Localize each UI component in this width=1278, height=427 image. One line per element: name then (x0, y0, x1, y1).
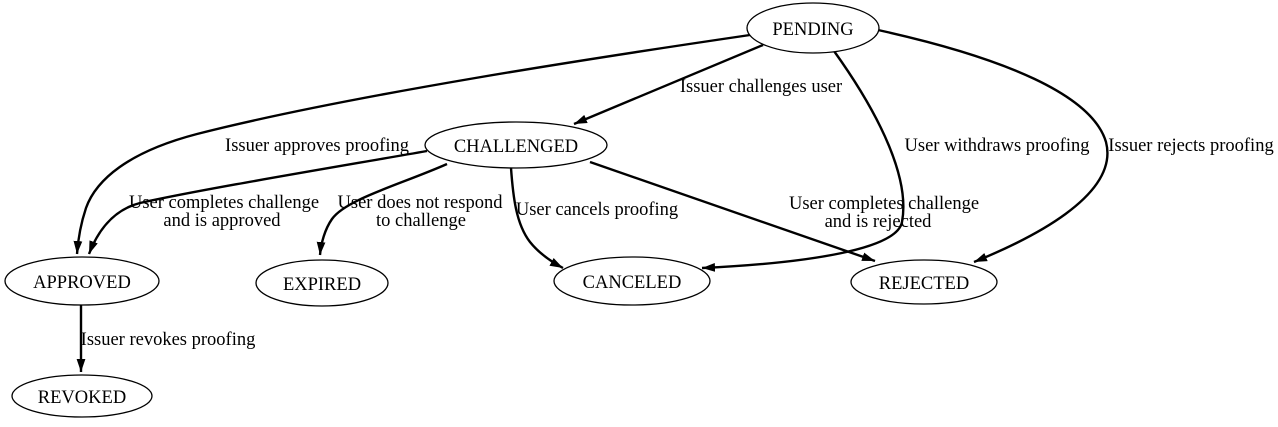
state-pending: PENDING (746, 2, 880, 54)
state-revoked-ellipse (11, 374, 153, 418)
edge-label-issuer-rejects-proofing: Issuer rejects proofing (1108, 136, 1273, 156)
state-canceled-label: CANCELED (583, 273, 682, 293)
state-canceled: CANCELED (553, 256, 711, 306)
state-rejected-ellipse (850, 259, 998, 305)
edge-label-does-not-respond: User does not respond to challenge (338, 193, 504, 231)
edge-label-completes-challenge-rejected-line2: and is rejected (825, 212, 933, 232)
state-pending-label: PENDING (772, 20, 853, 40)
edge-pending-to-challenged (573, 43, 764, 126)
edge-pending-to-rejected (877, 28, 1109, 264)
edge-label-completes-challenge-approved-line1: User completes challenge (129, 193, 319, 213)
edge-challenged-to-expired (316, 162, 448, 256)
edge-label-issuer-revokes-proofing: Issuer revokes proofing (81, 330, 256, 350)
state-revoked: REVOKED (11, 374, 153, 418)
edge-label-completes-challenge-approved: User completes challenge and is approved (129, 193, 319, 231)
edge-label-issuer-challenges-user: Issuer challenges user (680, 77, 842, 97)
edge-pending-to-canceled (701, 50, 905, 272)
edge-label-completes-challenge-rejected-line1: User completes challenge (789, 194, 979, 214)
edge-label-does-not-respond-line2: to challenge (376, 211, 466, 231)
state-pending-ellipse (746, 2, 880, 54)
edge-label-does-not-respond-line1: User does not respond (338, 193, 504, 213)
state-rejected: REJECTED (850, 259, 998, 305)
state-expired-label: EXPIRED (283, 275, 361, 295)
edge-labels-layer: Issuer challenges user Issuer approves p… (81, 77, 1274, 350)
edge-label-issuer-approves-proofing: Issuer approves proofing (225, 136, 409, 156)
state-approved-ellipse (4, 256, 160, 306)
edge-label-user-cancels-proofing: User cancels proofing (516, 200, 678, 220)
nodes-layer: PENDING CHALLENGED APPROVED EXPIRED CANC… (4, 2, 998, 418)
edge-challenged-to-approved (87, 149, 428, 255)
edges-layer (73, 28, 1109, 372)
state-approved-label: APPROVED (33, 273, 131, 293)
edge-pending-to-approved (73, 33, 751, 255)
state-rejected-label: REJECTED (879, 274, 969, 294)
edge-challenged-to-rejected (589, 160, 876, 263)
state-expired-ellipse (255, 259, 389, 307)
edge-label-completes-challenge-rejected: User completes challenge and is rejected (789, 194, 979, 232)
edge-challenged-to-canceled (509, 167, 564, 270)
state-challenged-ellipse (424, 121, 608, 169)
state-revoked-label: REVOKED (38, 388, 126, 408)
edge-label-completes-challenge-approved-line2: and is approved (163, 211, 281, 231)
state-canceled-ellipse (553, 256, 711, 306)
state-challenged-label: CHALLENGED (454, 137, 578, 157)
state-challenged: CHALLENGED (424, 121, 608, 169)
state-approved: APPROVED (4, 256, 160, 306)
state-expired: EXPIRED (255, 259, 389, 307)
edge-label-user-withdraws-proofing: User withdraws proofing (905, 136, 1090, 156)
